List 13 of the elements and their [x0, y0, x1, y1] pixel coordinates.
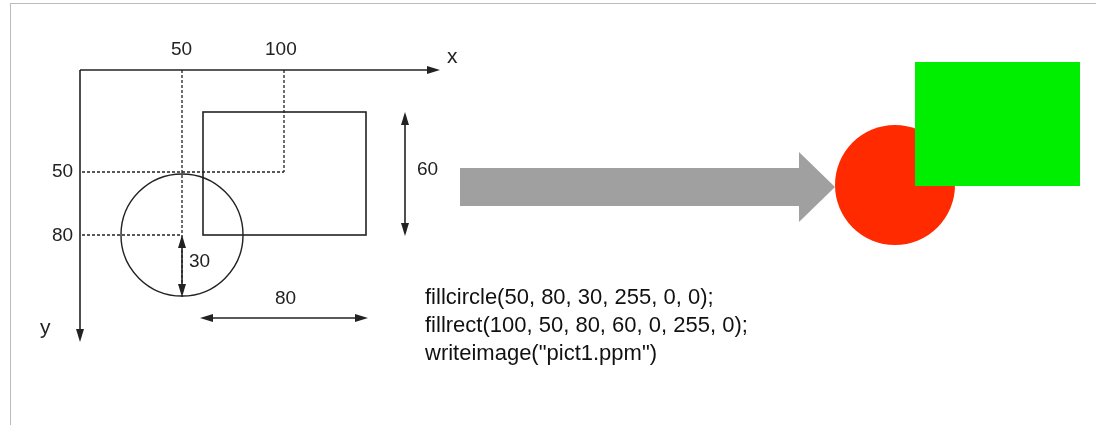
axis-name: y: [40, 316, 51, 338]
dimension-label: 80: [275, 287, 297, 309]
axis-tick-label: 50: [52, 160, 74, 182]
code-line: fillcircle(50, 80, 30, 255, 0, 0);: [425, 284, 714, 310]
dimension-label: 60: [417, 158, 439, 180]
axis-tick-label: 50: [171, 38, 193, 60]
code-line: fillrect(100, 50, 80, 60, 0, 255, 0);: [425, 312, 748, 338]
block-arrow: [460, 152, 835, 222]
axis-tick-label: 80: [52, 224, 74, 246]
axis-name: x: [447, 45, 458, 67]
dimension-label: 30: [189, 250, 211, 272]
axis-tick-label: 100: [265, 38, 297, 60]
code-line: writeimage("pict1.ppm"): [425, 340, 658, 366]
